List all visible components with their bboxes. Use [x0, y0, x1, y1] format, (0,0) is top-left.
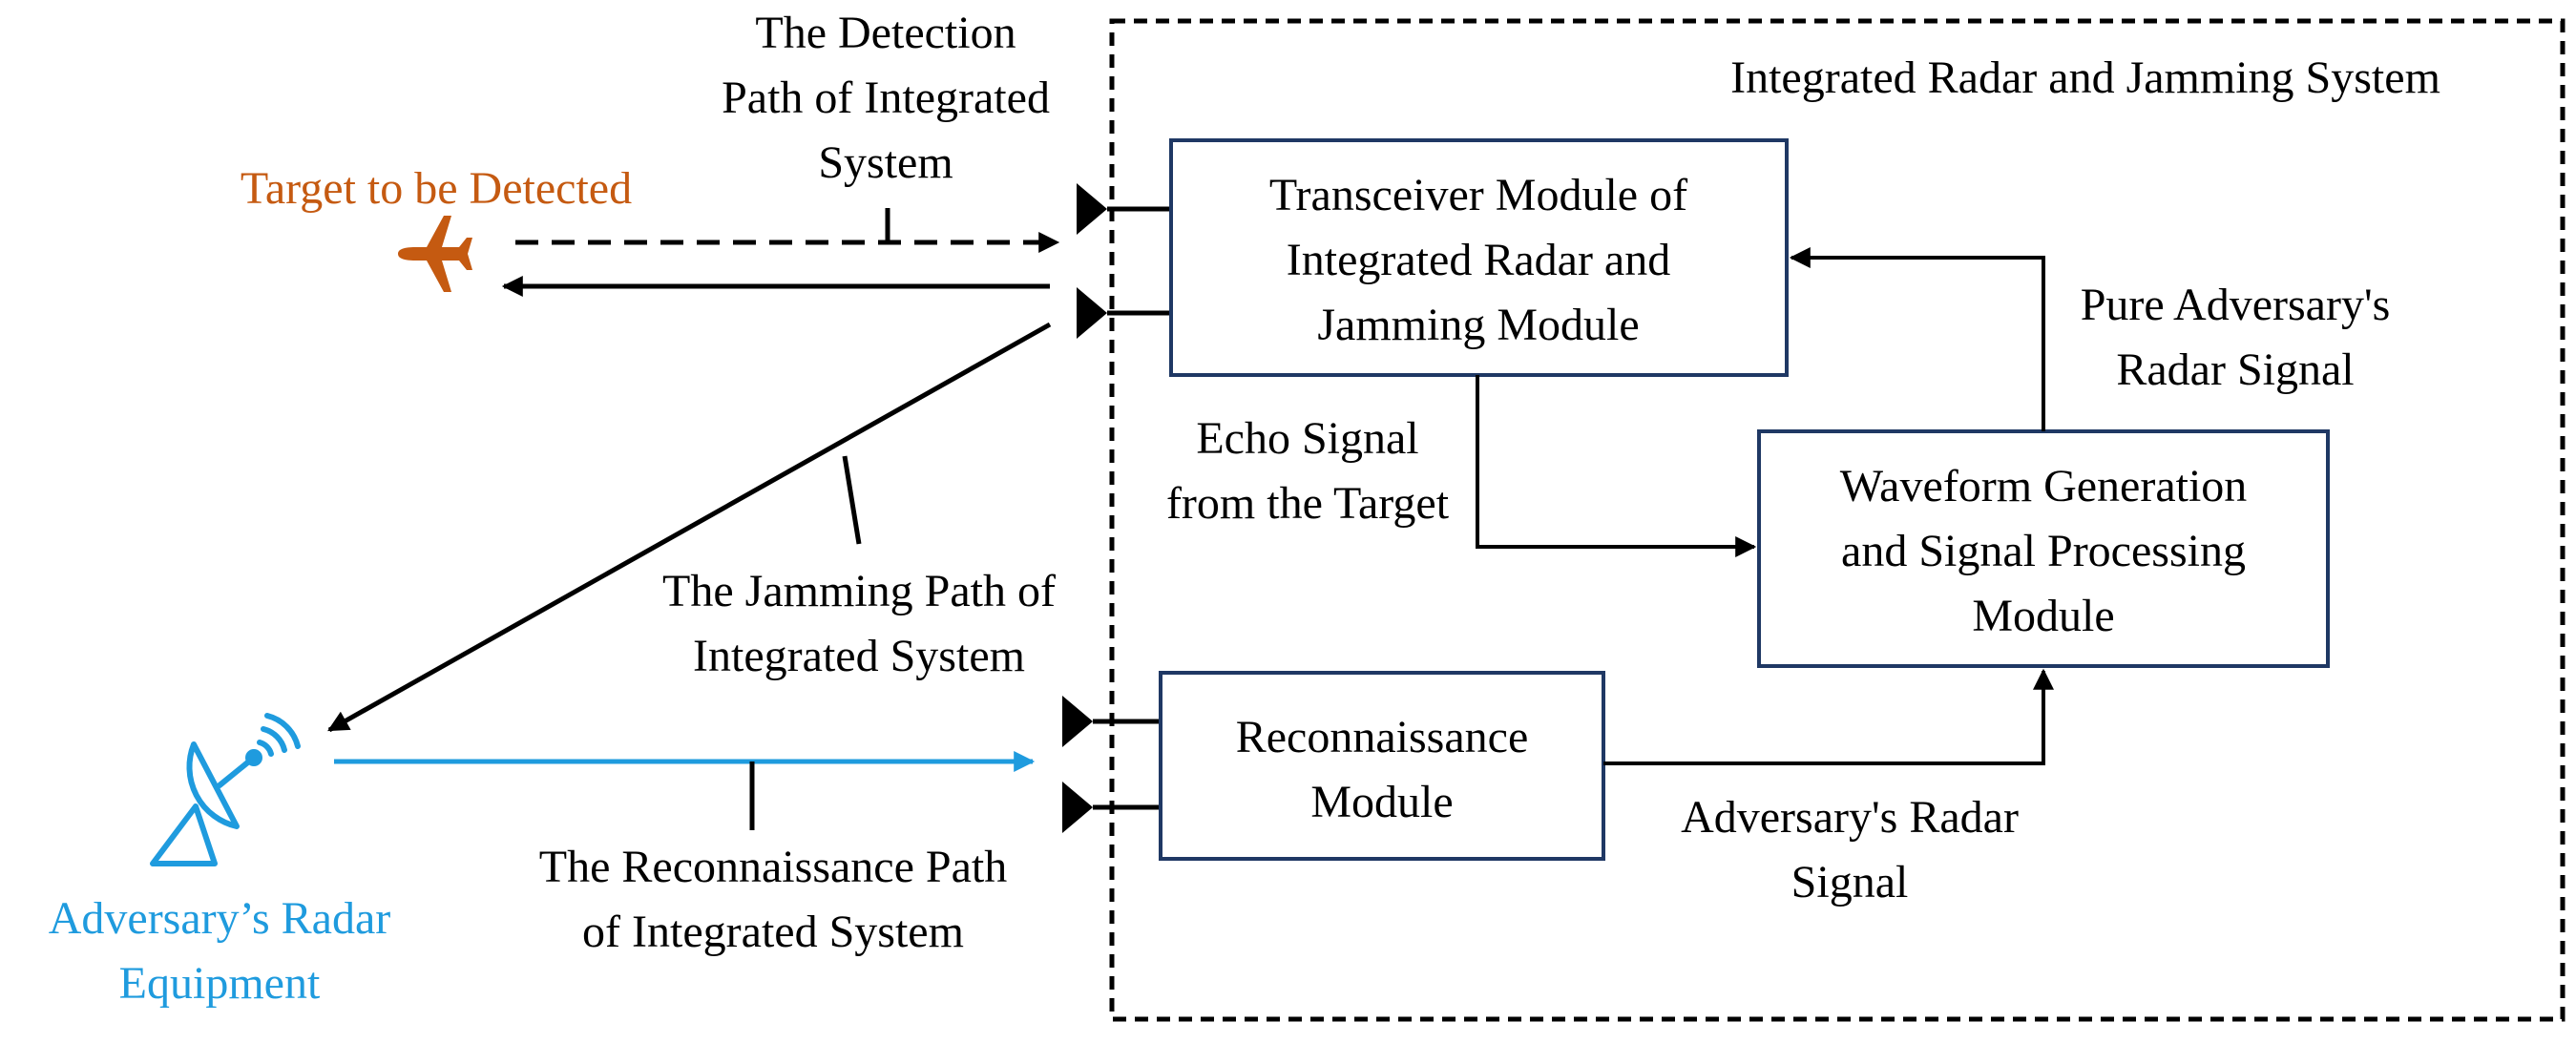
svg-text:of Integrated System: of Integrated System — [582, 907, 964, 957]
svg-text:System: System — [818, 137, 953, 188]
svg-text:Module: Module — [1972, 591, 2114, 641]
svg-text:Signal: Signal — [1791, 857, 1909, 907]
svg-text:Reconnaissance: Reconnaissance — [1236, 712, 1529, 762]
system-title: Integrated Radar and Jamming System — [1730, 52, 2440, 103]
svg-text:Jamming Module: Jamming Module — [1317, 300, 1639, 350]
transceiver-module-label: Transceiver Module of Integrated Radar a… — [1269, 170, 1687, 350]
radar-dish-icon — [150, 713, 301, 866]
svg-text:Module: Module — [1310, 777, 1453, 827]
svg-text:Equipment: Equipment — [119, 958, 321, 1009]
system-boundary — [1109, 18, 2566, 1022]
airplane-icon — [398, 216, 472, 292]
svg-text:Echo Signal: Echo Signal — [1196, 413, 1418, 464]
antenna-port-detect-tx — [1077, 183, 1171, 235]
radar-label: Adversary’s Radar Equipment — [49, 893, 391, 1009]
svg-text:The Reconnaissance Path: The Reconnaissance Path — [539, 842, 1008, 892]
svg-text:The Detection: The Detection — [755, 8, 1016, 58]
waveform-module-box — [1757, 429, 2330, 668]
waveform-module-label: Waveform Generation and Signal Processin… — [1840, 461, 2248, 641]
svg-text:Integrated System: Integrated System — [693, 631, 1025, 681]
svg-text:Adversary's Radar: Adversary's Radar — [1681, 792, 2019, 843]
reconnaissance-path-label: The Reconnaissance Path of Integrated Sy… — [539, 842, 1008, 957]
svg-text:Radar Signal: Radar Signal — [2116, 344, 2354, 395]
pure-adversary-signal-arrow — [1789, 247, 2045, 431]
svg-text:Adversary’s Radar: Adversary’s Radar — [49, 893, 391, 944]
svg-text:The Jamming Path of: The Jamming Path of — [662, 566, 1056, 616]
svg-text:Pure Adversary's: Pure Adversary's — [2081, 280, 2391, 330]
adversary-signal-label: Adversary's Radar Signal — [1681, 792, 2019, 907]
jamming-label-leader — [842, 455, 862, 545]
svg-text:Transceiver Module of: Transceiver Module of — [1269, 170, 1687, 220]
reconnaissance-module-label: Reconnaissance Module — [1236, 712, 1529, 827]
jamming-path-label: The Jamming Path of Integrated System — [662, 566, 1056, 681]
detection-path-label: The Detection Path of Integrated System — [722, 8, 1050, 188]
echo-signal-arrow — [1476, 375, 1757, 557]
transceiver-module-box — [1169, 138, 1789, 377]
svg-text:Path of Integrated: Path of Integrated — [722, 73, 1050, 123]
adversary-signal-arrow — [1603, 668, 2054, 765]
jamming-path-arrow — [327, 322, 1052, 733]
svg-text:Waveform Generation: Waveform Generation — [1840, 461, 2248, 511]
antenna-port-recon-1 — [1062, 696, 1161, 747]
antenna-port-recon-2 — [1062, 782, 1161, 833]
antenna-port-detect-rx — [1077, 287, 1171, 339]
svg-text:Integrated Radar and: Integrated Radar and — [1287, 235, 1670, 285]
svg-text:and Signal Processing: and Signal Processing — [1841, 526, 2246, 576]
svg-text:from the Target: from the Target — [1166, 478, 1450, 529]
pure-adversary-signal-label: Pure Adversary's Radar Signal — [2081, 280, 2391, 395]
echo-signal-label: Echo Signal from the Target — [1166, 413, 1450, 529]
target-label: Target to be Detected — [241, 163, 632, 214]
reconnaissance-module-box — [1159, 671, 1605, 861]
